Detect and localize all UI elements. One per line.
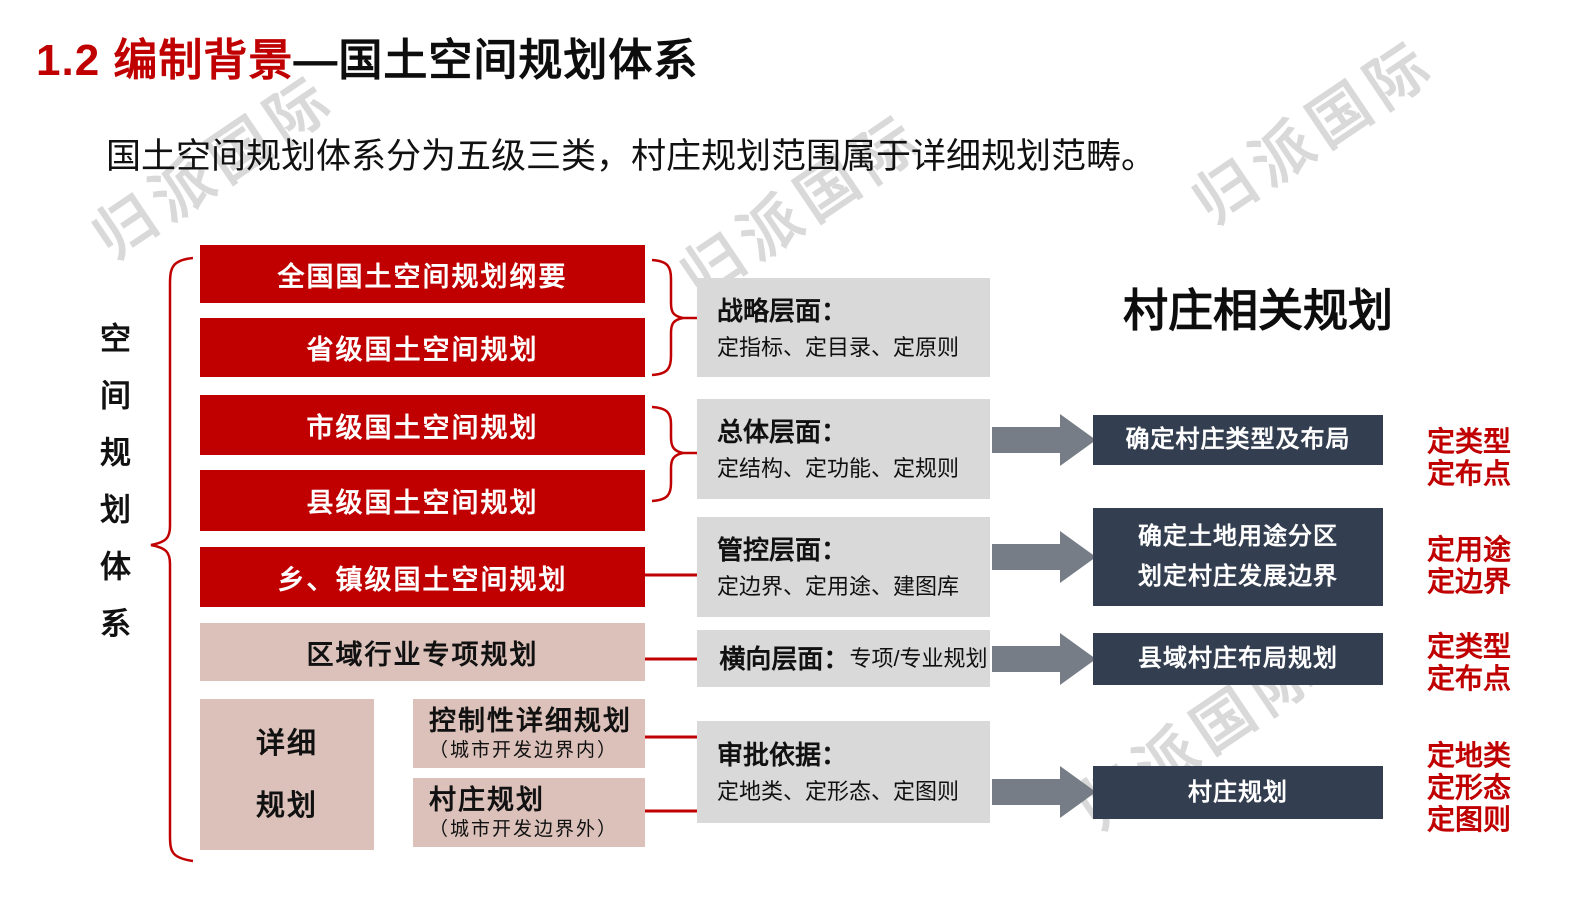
- detailed-plan-label: 详细规划: [255, 727, 318, 822]
- arrow-right-icon: [992, 766, 1096, 818]
- level-approval: 审批依据： 定地类、定形态、定图则: [697, 721, 990, 823]
- arrow-right-icon: [992, 633, 1096, 685]
- tag-group-type-layout-1: 定类型 定布点: [1427, 426, 1511, 490]
- page-title: 1.2 编制背景—国土空间规划体系: [36, 24, 698, 88]
- level-horizontal-detail: 专项/专业规划: [849, 645, 988, 671]
- level-control-heading: 管控层面：: [717, 535, 848, 565]
- dark-box-line: 确定土地用途分区: [1138, 523, 1338, 550]
- level-strategic-heading: 战略层面：: [717, 295, 848, 326]
- tag: 定类型: [1427, 426, 1512, 457]
- tag: 定形态: [1427, 772, 1512, 803]
- level-control: 管控层面： 定边界、定用途、建图库: [697, 517, 990, 617]
- box-city-spatial-plan: 市级国土空间规划: [200, 395, 645, 455]
- level-overall: 总体层面： 定结构、定功能、定规则: [697, 399, 990, 499]
- level-overall-heading: 总体层面：: [717, 417, 848, 447]
- box-detailed-plan-group: 详细规划: [200, 699, 374, 850]
- box-village-type-layout: 确定村庄类型及布局: [1093, 415, 1383, 465]
- page-title-section: 1.2 编制背景: [36, 36, 294, 85]
- tag-group-landclass-form-rules: 定地类 定形态 定图则: [1427, 740, 1511, 836]
- watermark-text: 归派国际: [1181, 27, 1448, 238]
- tag: 定布点: [1427, 458, 1512, 489]
- box-county-spatial-plan: 县级国土空间规划: [200, 470, 645, 531]
- box-regional-special-plan: 区域行业专项规划: [200, 623, 645, 681]
- level-strategic-detail: 定指标、定目录、定原则: [717, 334, 960, 360]
- arrow-right-icon: [992, 414, 1096, 466]
- village-related-plans-title: 村庄相关规划: [1122, 285, 1393, 336]
- box-village-plan-item: 村庄规划 （城市开发边界外）: [413, 778, 645, 847]
- bracket-overall: [651, 405, 684, 503]
- left-curly-brace: [150, 256, 194, 863]
- box-regulatory-detailed-plan: 控制性详细规划 （城市开发边界内）: [413, 699, 645, 768]
- box-village-planning: 村庄规划: [1093, 766, 1383, 819]
- tag: 定边界: [1427, 566, 1512, 597]
- subtitle: 国土空间规划体系分为五级三类，村庄规划范围属于详细规划范畴。: [106, 137, 1157, 176]
- bracket-strategic: [651, 258, 684, 377]
- box-township-spatial-plan: 乡、镇级国土空间规划: [200, 547, 645, 607]
- tag: 定地类: [1427, 740, 1512, 771]
- dark-box-line: 确定村庄类型及布局: [1125, 426, 1351, 453]
- dark-box-line: 划定村庄发展边界: [1138, 563, 1338, 590]
- dark-box-line: 县域村庄布局规划: [1138, 645, 1338, 672]
- dark-box-line: 村庄规划: [1188, 778, 1288, 806]
- tag-group-use-boundary: 定用途 定边界: [1427, 534, 1511, 598]
- level-control-detail: 定边界、定用途、建图库: [717, 574, 960, 599]
- box-county-village-layout-plan: 县域村庄布局规划: [1093, 633, 1383, 685]
- level-strategic: 战略层面： 定指标、定目录、定原则: [697, 278, 990, 377]
- tag: 定布点: [1427, 663, 1512, 694]
- spatial-planning-system-label: 空间规划体系: [95, 322, 130, 664]
- regulatory-plan-note: （城市开发边界内）: [429, 739, 619, 761]
- village-plan-title: 村庄规划: [429, 784, 545, 815]
- level-overall-detail: 定结构、定功能、定规则: [717, 456, 960, 481]
- level-horizontal-heading: 横向层面：: [719, 643, 850, 674]
- arrow-right-icon: [992, 531, 1096, 583]
- level-approval-heading: 审批依据：: [717, 740, 848, 770]
- village-plan-note: （城市开发边界外）: [429, 818, 619, 840]
- box-provincial-spatial-plan: 省级国土空间规划: [200, 318, 645, 377]
- tag: 定图则: [1427, 804, 1512, 835]
- box-national-spatial-plan-outline: 全国国土空间规划纲要: [200, 245, 645, 303]
- page-title-topic: —国土空间规划体系: [293, 36, 699, 85]
- level-approval-detail: 定地类、定形态、定图则: [717, 779, 960, 804]
- tag-group-type-layout-2: 定类型 定布点: [1427, 631, 1511, 695]
- regulatory-plan-title: 控制性详细规划: [429, 705, 632, 736]
- box-landuse-zoning-boundary: 确定土地用途分区 划定村庄发展边界: [1093, 508, 1383, 606]
- tag: 定用途: [1427, 534, 1512, 565]
- tag: 定类型: [1427, 631, 1512, 662]
- level-horizontal: 横向层面：专项/专业规划: [697, 630, 990, 687]
